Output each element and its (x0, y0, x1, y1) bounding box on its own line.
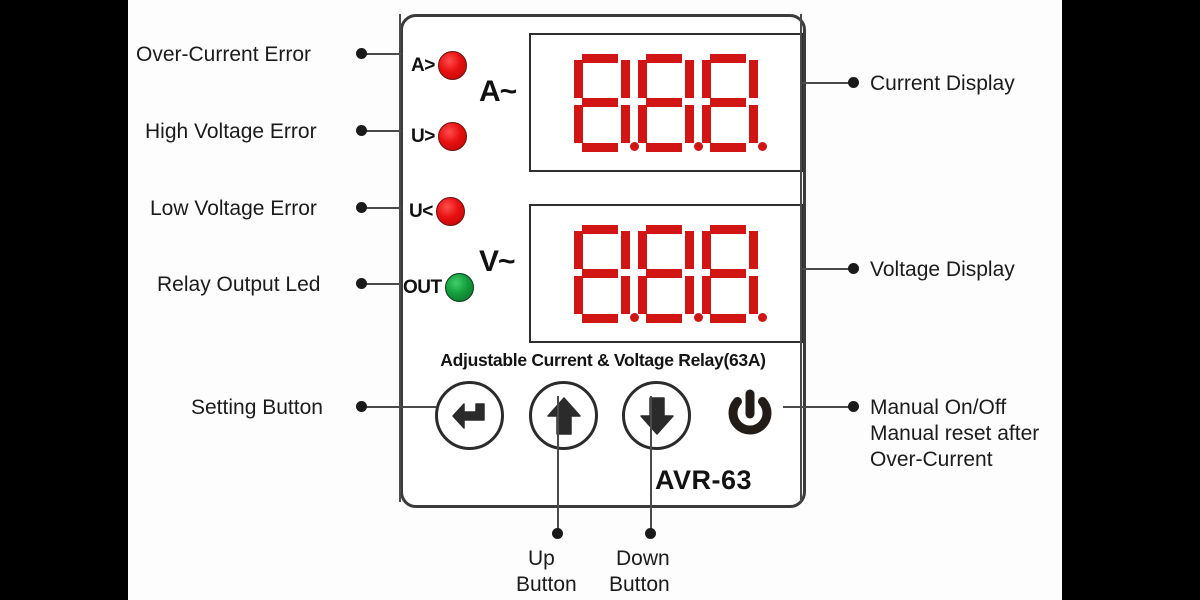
left-leader-rail (399, 14, 401, 502)
annotation-low-voltage-error: Low Voltage Error (150, 197, 317, 220)
leader-line-high-voltage (362, 130, 402, 132)
leader-line-over-current (362, 53, 402, 55)
device-caption: Adjustable Current & Voltage Relay(63A) (440, 350, 766, 370)
seven-segment-digit (699, 51, 767, 155)
seven-segment-digit (635, 51, 703, 155)
leader-line-low-voltage (362, 207, 402, 209)
model-label: AVR-63 (655, 465, 753, 495)
annotation-down-button-line1: Down (616, 547, 670, 570)
diagram-canvas: Over-Current Error High Voltage Error Lo… (128, 0, 1062, 600)
annotation-high-voltage-error: High Voltage Error (145, 120, 317, 143)
annotation-current-display: Current Display (870, 72, 1015, 95)
leader-line-up-button (557, 396, 559, 533)
relay-output-led-icon (444, 273, 474, 302)
annotation-relay-output-led: Relay Output Led (157, 273, 321, 296)
annotation-voltage-display: Voltage Display (870, 258, 1015, 281)
leader-dot-down-button (645, 528, 656, 539)
seven-segment-digit (635, 222, 703, 326)
seven-segment-digit (571, 222, 639, 326)
leader-dot-over-current (356, 48, 367, 59)
indicator-relay-output: OUT (403, 273, 474, 302)
indicator-code-label: U< (409, 200, 433, 222)
leader-line-relay-output (362, 283, 402, 285)
seven-segment-digit (699, 222, 767, 326)
current-display-window (529, 33, 803, 172)
down-arrow-icon (639, 396, 674, 435)
annotation-manual-onoff-line3: Over-Current (870, 448, 993, 471)
indicator-low-voltage: U< (409, 197, 465, 226)
voltage-display-window (529, 204, 803, 343)
leader-dot-power-button (848, 401, 859, 412)
up-arrow-icon (546, 396, 581, 435)
right-leader-rail (800, 14, 802, 502)
setting-button[interactable] (435, 381, 504, 450)
leader-line-voltage-display (800, 268, 851, 270)
seven-segment-digit (571, 51, 639, 155)
enter-arrow-icon (451, 402, 485, 429)
annotation-manual-onoff-line1: Manual On/Off (870, 396, 1007, 419)
annotation-up-button-line1: Up (528, 547, 555, 570)
letterbox-right (1062, 0, 1200, 600)
leader-line-power-button (783, 406, 851, 408)
annotation-manual-onoff-line2: Manual reset after (870, 422, 1040, 445)
annotation-down-button-line2: Button (609, 573, 670, 596)
indicator-over-current: A> (411, 51, 467, 80)
leader-dot-voltage-display (848, 263, 859, 274)
leader-dot-current-display (848, 77, 859, 88)
leader-dot-low-voltage (356, 202, 367, 213)
leader-line-down-button (650, 396, 652, 533)
power-icon (728, 389, 771, 434)
annotation-up-button-line2: Button (516, 573, 577, 596)
indicator-high-voltage: U> (411, 122, 467, 151)
low-voltage-led-icon (435, 197, 465, 226)
avr-63-device-panel: A~ V~ A> U> U< OUT Adjustable Current & … (400, 14, 806, 508)
voltage-unit-label: V~ (479, 245, 516, 278)
up-button[interactable] (529, 381, 598, 450)
annotation-setting-button: Setting Button (191, 396, 323, 419)
down-button[interactable] (622, 381, 691, 450)
letterbox-left (0, 0, 128, 600)
leader-line-current-display (800, 82, 851, 84)
leader-dot-up-button (552, 528, 563, 539)
annotation-over-current-error: Over-Current Error (136, 43, 312, 66)
power-button[interactable] (715, 381, 784, 450)
current-display-digits (571, 51, 767, 155)
high-voltage-led-icon (437, 122, 467, 151)
leader-dot-setting-button (356, 401, 367, 412)
indicator-code-label: A> (411, 54, 435, 76)
indicator-code-label: U> (411, 125, 435, 147)
leader-dot-relay-output (356, 278, 367, 289)
voltage-display-digits (571, 222, 767, 326)
leader-dot-high-voltage (356, 125, 367, 136)
current-unit-label: A~ (479, 75, 517, 108)
indicator-code-label: OUT (403, 276, 442, 298)
over-current-led-icon (437, 51, 467, 80)
